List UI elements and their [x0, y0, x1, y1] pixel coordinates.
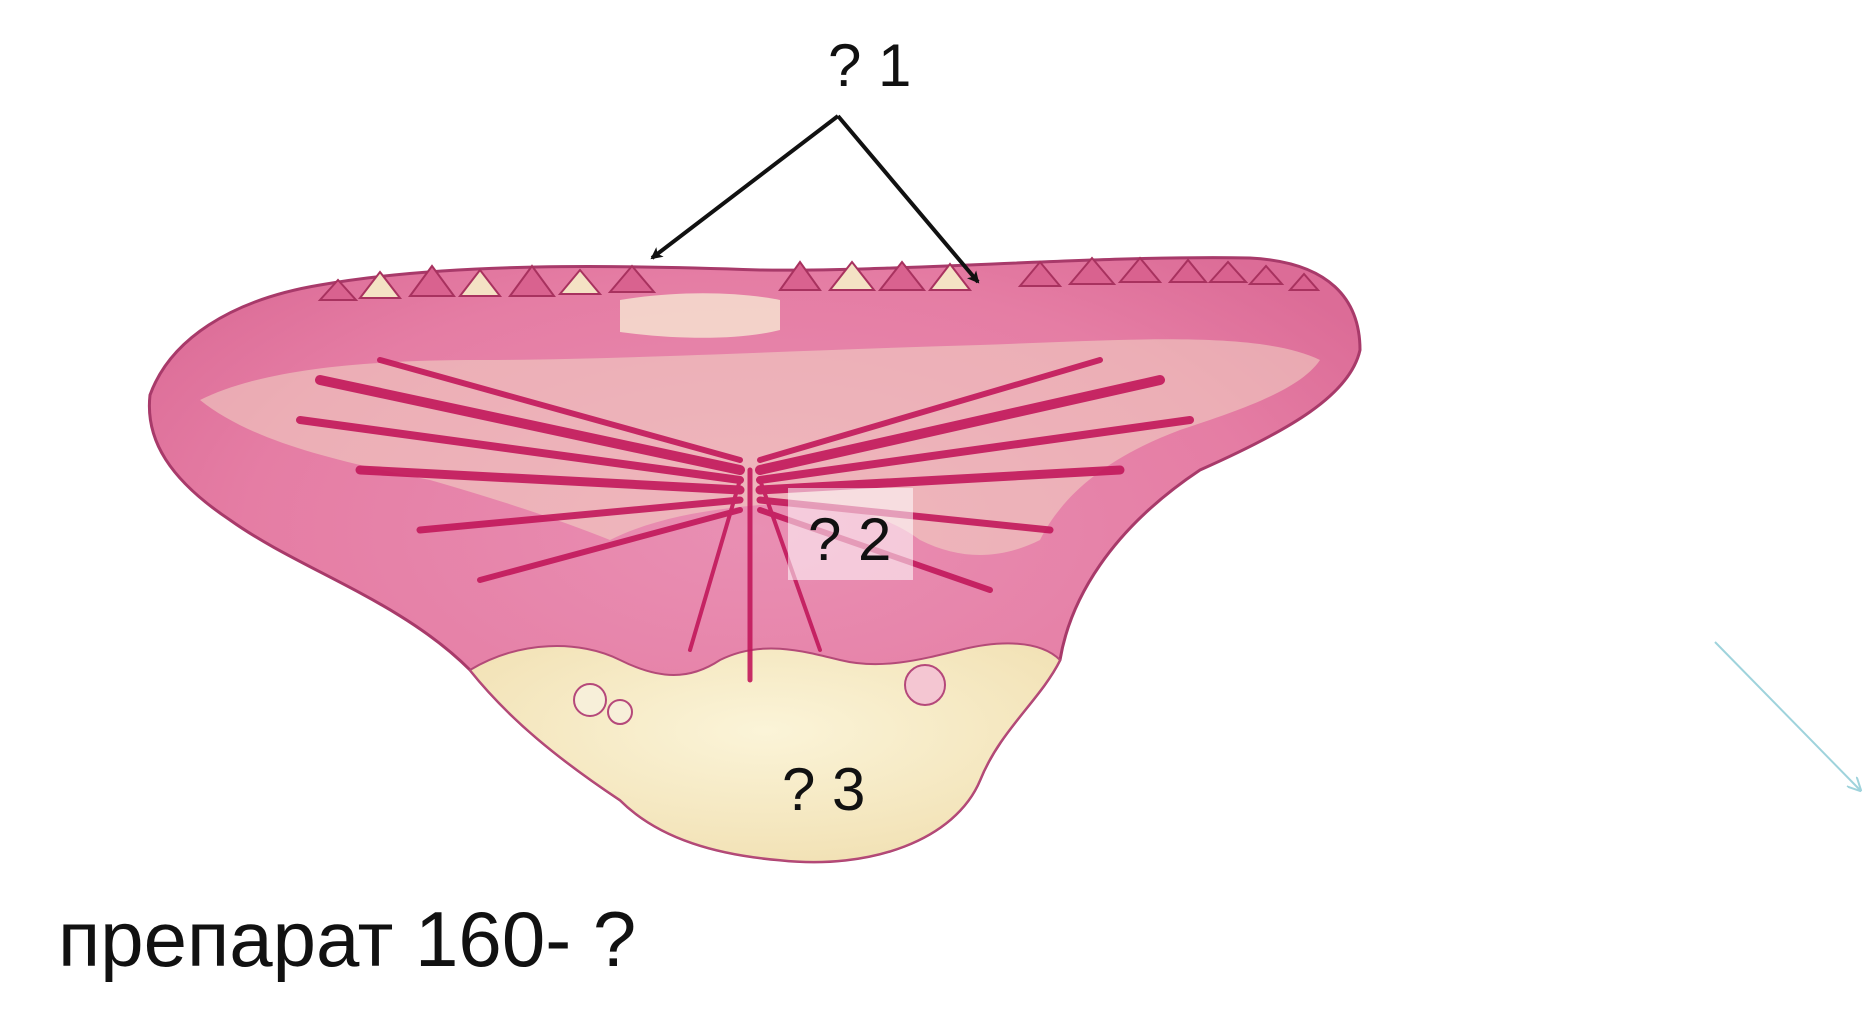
inner-band [200, 339, 1320, 555]
cyst-left-2 [607, 699, 633, 725]
papillae [317, 256, 1321, 301]
label-1: ? 1 [828, 32, 912, 99]
cyst-left [573, 683, 607, 717]
cyst-right [904, 664, 946, 706]
arrow-left [650, 114, 840, 260]
connective-tissue [468, 642, 1062, 863]
label-2: ? 2 [808, 506, 892, 573]
gland-region [620, 293, 780, 338]
slide-caption: препарат 160- ? [58, 895, 637, 983]
arrow-right [836, 114, 980, 284]
corner-arrow [1714, 641, 1860, 790]
label-3: ? 3 [782, 756, 866, 823]
label-2-backdrop [788, 488, 913, 580]
